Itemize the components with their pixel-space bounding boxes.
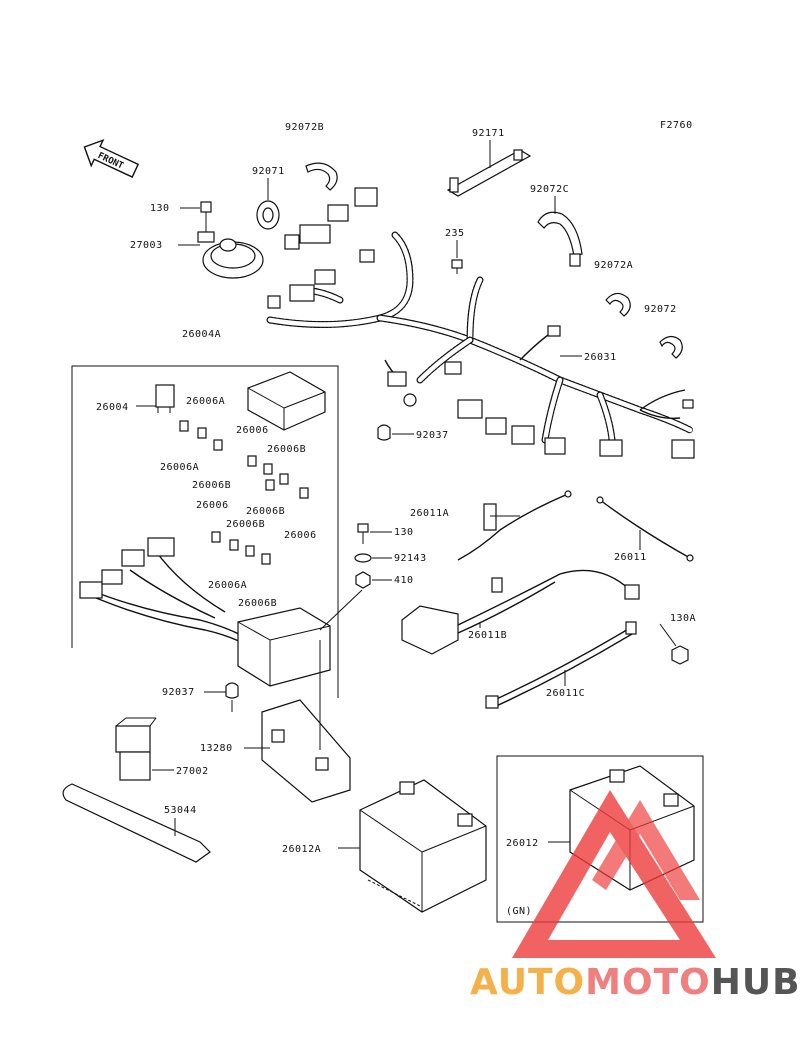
label-26006B-1: 26006B: [192, 480, 231, 491]
figure-code: F2760: [660, 120, 693, 131]
label-13280: 13280: [200, 743, 233, 754]
label-26006A-2: 26006A: [160, 462, 199, 473]
label-92072A: 92072A: [594, 260, 633, 271]
label-26006-3: 26006: [284, 530, 317, 541]
washer-icon: [354, 553, 372, 563]
label-26011B: 26011B: [468, 630, 507, 641]
grommet-icon: [256, 200, 280, 230]
label-53044: 53044: [164, 805, 197, 816]
fuse-box-cover-icon: [247, 371, 326, 431]
label-92072C: 92072C: [530, 184, 569, 195]
label-26006A-3: 26006A: [208, 580, 247, 591]
band-clamp-icon: [659, 335, 683, 359]
clip-icon: [377, 424, 391, 441]
label-26006B-4: 26006B: [226, 519, 265, 530]
sub-harness: [79, 537, 331, 687]
label-92037-lower: 92037: [162, 687, 195, 698]
label-gn: (GN): [506, 906, 532, 917]
fuse-bracket-icon: [261, 699, 351, 803]
starter-relay-cable-26011B: [401, 569, 640, 655]
relay-icon: [115, 717, 157, 781]
band-clamp-icon: [605, 292, 631, 317]
nut-icon: [355, 571, 371, 589]
label-92037-upper: 92037: [416, 430, 449, 441]
label-26031: 26031: [584, 352, 617, 363]
label-26004A: 26004A: [182, 329, 221, 340]
label-26012A: 26012A: [282, 844, 321, 855]
bolt-icon: [671, 645, 689, 665]
label-92171: 92171: [472, 128, 505, 139]
band-clamp-icon: [305, 162, 338, 191]
label-130A: 130A: [670, 613, 696, 624]
watermark-logo-icon: [512, 790, 716, 958]
label-26011: 26011: [614, 552, 647, 563]
label-92071: 92071: [252, 166, 285, 177]
front-arrow-icon: FRONT: [83, 139, 140, 178]
label-92143: 92143: [394, 553, 427, 564]
screw-icon: [451, 259, 463, 274]
label-26006B-2: 26006B: [267, 444, 306, 455]
label-235: 235: [445, 228, 465, 239]
battery-icon: [359, 779, 487, 913]
watermark-part-auto: AUTO: [470, 962, 585, 1003]
watermark-text: AUTOMOTOHUB: [470, 962, 800, 1003]
fuse-icon: [179, 420, 309, 565]
label-130-bolt: 130: [394, 527, 414, 538]
label-27002: 27002: [176, 766, 209, 777]
watermark-part-hub: HUB: [711, 962, 800, 1003]
ground-cable-26011C: [485, 621, 637, 709]
label-130-horn-bolt: 130: [150, 203, 170, 214]
main-wiring-harness: [266, 187, 695, 459]
label-26011C: 26011C: [546, 688, 585, 699]
label-26006-1: 26006: [236, 425, 269, 436]
clip-icon: [225, 682, 239, 699]
protective-tube-icon: [62, 783, 211, 863]
label-26012: 26012: [506, 838, 539, 849]
label-26004: 26004: [96, 402, 129, 413]
lead-wire-26011: [596, 496, 694, 562]
label-92072B: 92072B: [285, 122, 324, 133]
relay-icon: [155, 384, 175, 413]
band-clamp-icon: [537, 211, 583, 267]
watermark-part-moto: MOTO: [585, 962, 711, 1003]
label-410: 410: [394, 575, 414, 586]
battery-variant-box: [496, 755, 704, 923]
lead-wire-26011A: [457, 490, 572, 561]
sub-assembly-box: [71, 365, 339, 698]
bolt-icon: [357, 523, 369, 544]
label-27003: 27003: [130, 240, 163, 251]
horn-icon: [197, 201, 264, 279]
label-26006B-5: 26006B: [238, 598, 277, 609]
label-26006B-3: 26006B: [246, 506, 285, 517]
label-92072: 92072: [644, 304, 677, 315]
bracket-icon: [446, 149, 532, 197]
label-26011A: 26011A: [410, 508, 449, 519]
label-26006A-1: 26006A: [186, 396, 225, 407]
label-26006-2: 26006: [196, 500, 229, 511]
